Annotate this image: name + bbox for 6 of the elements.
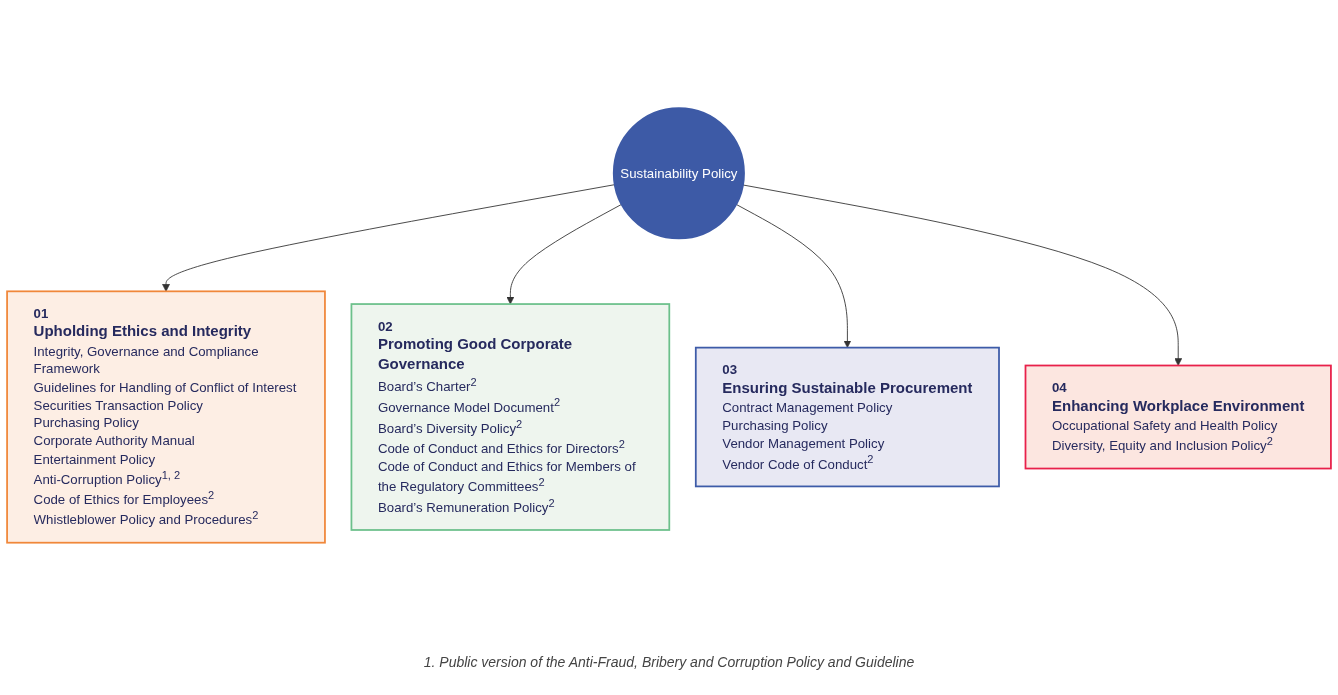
node-box: 03 Ensuring Sustainable Procurement Contract Management Policy Purchasing Policy Vendor Management Policy Vendor Code of Conduct$^{2}$ (694, 346, 1000, 487)
node-box: 04 Enhancing Workplace Environment Occupational Safety and Health Policy Diversity, Equity and Inclusion Policy$^{2}$ (1024, 364, 1332, 470)
node-circle: Sustainability Policy (612, 106, 745, 239)
footnote: 1. Public version of the Anti-Fraud, Bribery and Corruption Policy and Guideline (422, 654, 916, 670)
node-box: 01 Upholding Ethics and Integrity Integrity, Governance and Compliance Framework Guidelines for Handling of Conflict of Interest Securities Transaction Policy Purchasing Policy Corporate Authority Manual Entertainment Policy Anti-Corruption Policy$^{1, 2}$ Code of Ethics for Employees$^{2}$ Whistleblower Policy and Procedures$^{2}$ (6, 290, 326, 544)
node-box: 02 Promoting Good Corporate Governance Board’s Charter$^{2}$ Governance Model Document$^{2}$ Board’s Diversity Policy$^{2}$ Code of Conduct and Ethics for Directors$^{2}$ Code of Conduct and Ethics for Members of the Regulatory Committees$^{2}$ Board’s Remuneration Policy$^{2}$ (350, 302, 671, 531)
